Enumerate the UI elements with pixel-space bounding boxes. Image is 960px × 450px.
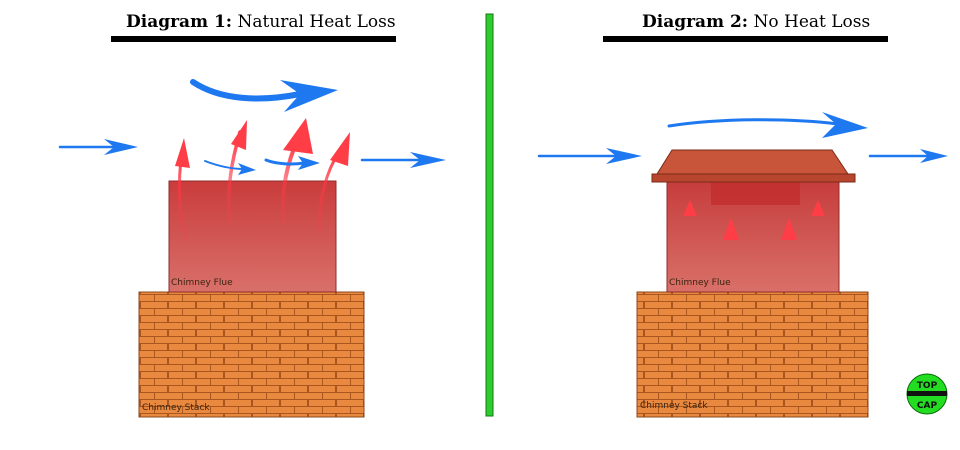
panel-no-heat-loss: Chimney Stack Chimney Flue [537, 112, 948, 418]
panel-divider [485, 13, 494, 417]
diagram-1-title: Diagram 1: Natural Heat Loss [126, 12, 396, 32]
heat-arrow-icon [231, 120, 247, 150]
heat-arrow-icon [683, 200, 697, 216]
diagram-2-title-bold: Diagram 2: [642, 12, 749, 32]
chimney-stack-label: Chimney Stack [142, 403, 210, 413]
diagram-1-title-rest: Natural Heat Loss [232, 12, 396, 32]
diagram-2-title-rest: No Heat Loss [748, 12, 871, 32]
wind-arrow-icon [104, 139, 138, 155]
wind-arrow-icon [238, 163, 256, 175]
heat-arrow-icon [330, 132, 350, 166]
wind-arrows [537, 112, 948, 164]
chimney-flue-label: Chimney Flue [669, 278, 731, 288]
wind-arrow-icon [264, 158, 306, 166]
wind-arrow-icon [606, 148, 642, 164]
wind-arrow-icon [280, 80, 338, 112]
wind-arrow-icon [667, 118, 840, 128]
logo-icon: TOP CAP [906, 373, 948, 415]
chimney-stack [138, 291, 365, 418]
wind-arrow-icon [920, 149, 948, 163]
heat-arrow-icon [781, 218, 797, 240]
flue-vent [711, 182, 800, 205]
heat-arrows [175, 118, 350, 242]
wind-arrow-icon [410, 152, 446, 168]
diagram-2-title-underline [603, 36, 888, 42]
wind-arrow-icon [298, 156, 320, 170]
chimney-stack [636, 291, 869, 418]
chimney-flue [168, 180, 337, 293]
chimney-cap-icon [651, 149, 856, 183]
chimney-flue-label: Chimney Flue [171, 278, 233, 288]
wind-arrow-icon [822, 112, 868, 138]
panel-natural-heat-loss: Chimney Stack Chimney Flue [58, 79, 446, 418]
heat-arrow-icon [811, 200, 825, 216]
heat-arrows [683, 200, 825, 324]
diagram-1-title-bold: Diagram 1: [126, 12, 233, 32]
logo-line-1: TOP [917, 381, 938, 391]
heat-arrow-icon [283, 118, 313, 154]
wind-arrow-icon [190, 79, 303, 102]
logo-line-2: CAP [917, 401, 938, 411]
heat-arrow-icon [723, 218, 739, 240]
wind-arrows [58, 79, 446, 175]
wind-arrow-icon [204, 160, 245, 170]
chimney-stack-label: Chimney Stack [640, 401, 708, 411]
diagram-2-title: Diagram 2: No Heat Loss [642, 12, 870, 32]
heat-arrow-icon [175, 138, 190, 168]
diagram-1-title-underline [111, 36, 396, 42]
